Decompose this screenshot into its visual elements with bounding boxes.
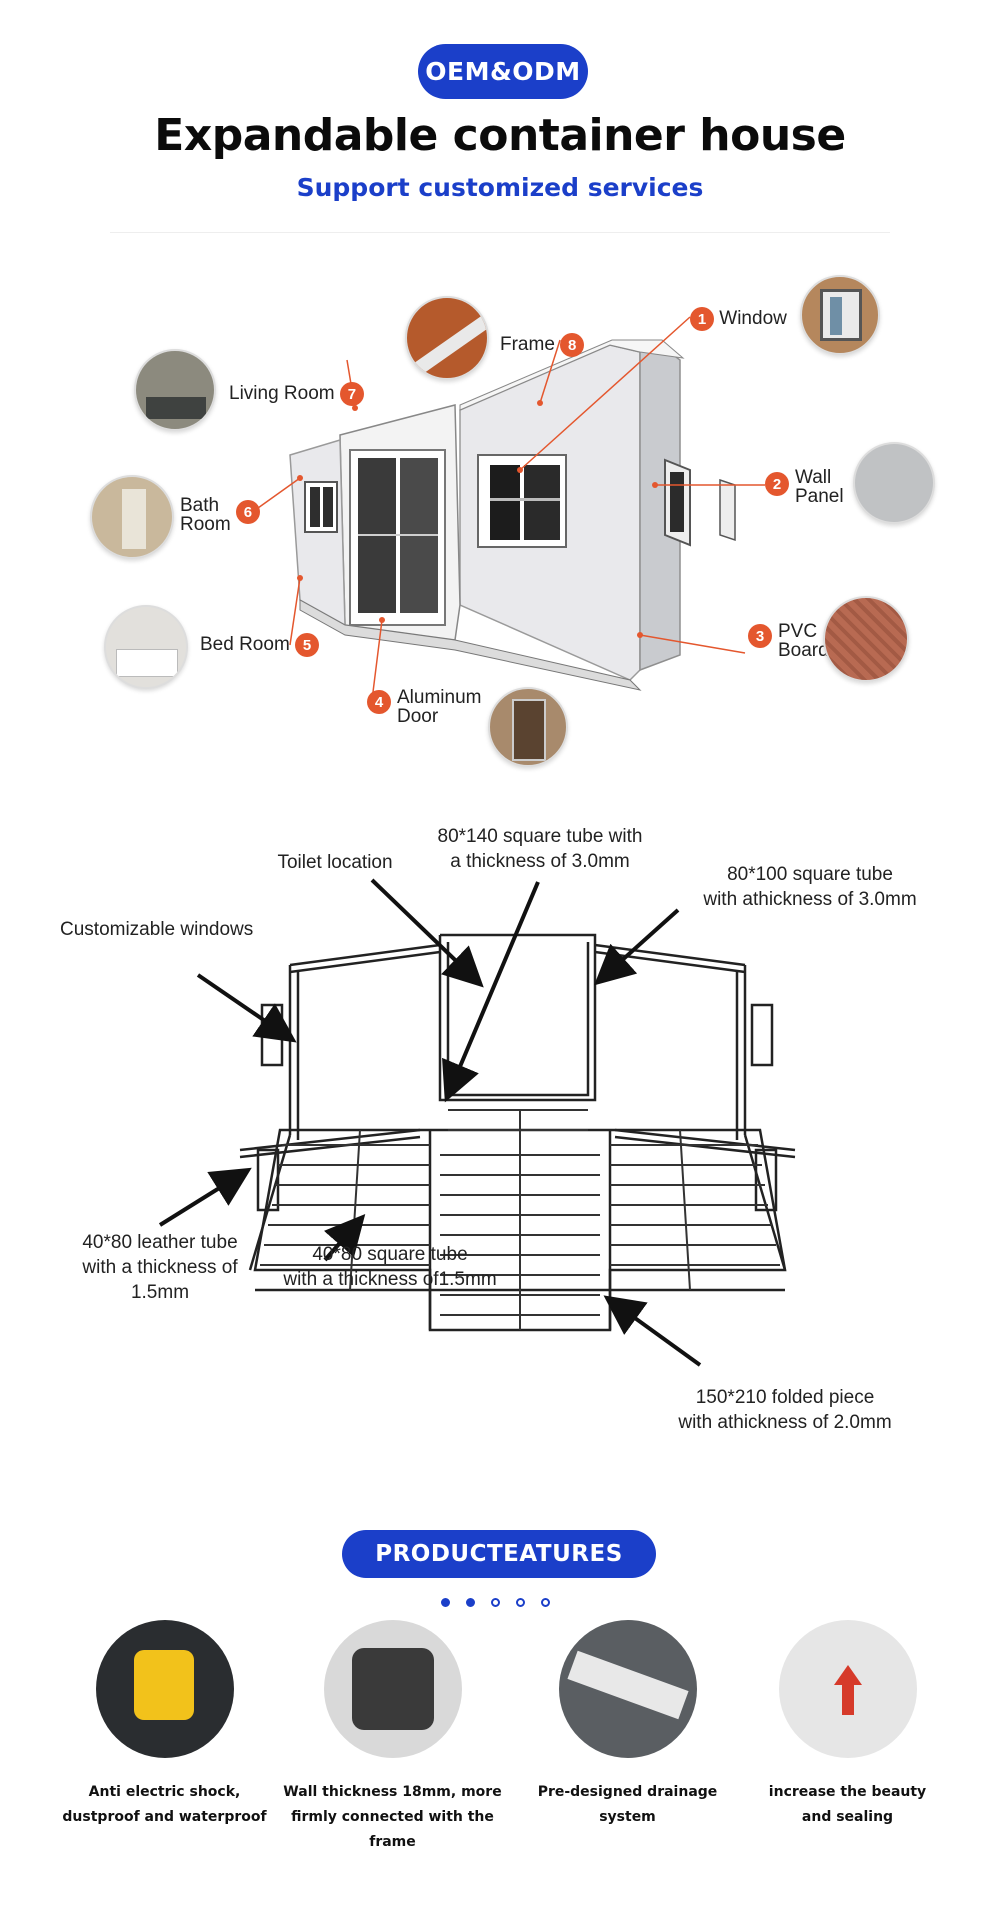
callout-label-line: Door	[397, 706, 439, 727]
living-room-photo-icon	[134, 349, 216, 431]
label-toilet-location: Toilet location	[277, 852, 393, 873]
callout-aluminum-door: 4 Aluminum Door	[367, 688, 481, 726]
label-line: 80*140 square tube with	[437, 826, 643, 847]
wall-panel-photo-icon	[853, 442, 935, 524]
carousel-dots	[441, 1598, 550, 1607]
label-40x80-square-tube: 40*80 square tube with a thickness of1.5…	[255, 1242, 525, 1292]
label-customizable-windows: Customizable windows	[60, 919, 254, 940]
bathroom-photo-icon	[90, 475, 174, 559]
frame-structure-diagram: Toilet location 80*140 square tube with …	[0, 810, 1000, 1450]
carousel-dot[interactable]	[466, 1598, 475, 1607]
callout-label-line: Aluminum	[397, 687, 482, 708]
caption-line: Pre-designed drainage system	[537, 1784, 718, 1825]
pvc-board-photo-icon	[823, 596, 909, 682]
corner-casting-photo-icon	[323, 1620, 462, 1758]
socket-photo-icon	[95, 1620, 234, 1758]
callout-number: 7	[339, 382, 364, 406]
house-overview: 1 Window 2 Wall Panel 3 PVC Board 4 Alum…	[0, 260, 1000, 780]
feature-caption: increase the beauty and sealing	[735, 1780, 960, 1830]
label-80x140-tube: 80*140 square tube with a thickness of 3…	[395, 824, 685, 874]
label-line: 1.5mm	[130, 1282, 190, 1303]
callout-number: 8	[560, 333, 585, 357]
carousel-dot[interactable]	[516, 1598, 525, 1607]
feature-item: Pre-designed drainage system	[515, 1620, 740, 1830]
callout-frame: Frame 8	[500, 333, 585, 357]
callout-label-line: Board	[778, 640, 829, 661]
callout-label-line: PVC	[778, 621, 818, 642]
callout-label-line: Bath	[180, 495, 220, 516]
carousel-dot[interactable]	[491, 1598, 500, 1607]
callout-label-line: Room	[180, 514, 231, 535]
product-features-badge: PRODUCTEATURES	[342, 1530, 656, 1578]
label-line: 40*80 square tube	[312, 1244, 468, 1265]
label-line: 40*80 leather tube	[82, 1232, 238, 1253]
aluminum-door-photo-icon	[488, 687, 568, 767]
callout-label-line: Panel	[795, 486, 844, 507]
callout-label: Living Room	[229, 383, 335, 405]
steel-frame-drawing	[158, 878, 796, 1367]
feature-caption: Wall thickness 18mm, more firmly connect…	[280, 1780, 505, 1855]
callout-label: Bed Room	[200, 634, 290, 656]
label-line: 150*210 folded piece	[695, 1387, 875, 1408]
oem-odm-badge: OEM&ODM	[418, 44, 588, 99]
callout-wall-panel: 2 Wall Panel	[765, 468, 844, 506]
feature-item: Wall thickness 18mm, more firmly connect…	[280, 1620, 505, 1855]
callout-number: 5	[295, 633, 320, 657]
feature-item: increase the beauty and sealing	[735, 1620, 960, 1830]
divider	[110, 232, 890, 233]
label-line: a thickness of 3.0mm	[450, 851, 630, 872]
drainage-photo-icon	[558, 1620, 697, 1758]
caption-line: Anti electric shock,	[88, 1784, 241, 1800]
callout-number: 3	[748, 624, 772, 648]
caption-line: frame	[369, 1834, 416, 1850]
callout-label: Frame	[500, 334, 555, 356]
page-title: Expandable container house	[154, 110, 846, 161]
callout-label-line: Wall	[795, 467, 832, 488]
caption-line: increase the beauty	[768, 1784, 927, 1800]
label-80x100-tube: 80*100 square tube with athickness of 3.…	[670, 862, 950, 912]
callout-window: 1 Window	[690, 307, 787, 331]
feature-item: Anti electric shock, dustproof and water…	[52, 1620, 277, 1830]
carousel-dot[interactable]	[541, 1598, 550, 1607]
caption-line: and sealing	[801, 1809, 894, 1825]
sealing-photo-icon	[778, 1620, 917, 1758]
callout-number: 6	[235, 500, 260, 524]
caption-line: Wall thickness 18mm, more	[283, 1784, 502, 1800]
container-house-illustration	[257, 316, 765, 701]
window-photo-icon	[800, 275, 880, 355]
page-subtitle: Support customized services	[296, 173, 704, 202]
callout-label: Window	[719, 308, 787, 330]
callout-number: 2	[765, 472, 789, 496]
callout-number: 4	[367, 690, 391, 714]
feature-caption: Pre-designed drainage system	[515, 1780, 740, 1830]
callout-bath-room: Bath Room 6	[180, 496, 260, 534]
label-line: with a thickness of1.5mm	[283, 1269, 497, 1290]
label-40x80-leather-tube: 40*80 leather tube with a thickness of 1…	[60, 1230, 260, 1305]
callout-number: 1	[690, 307, 714, 331]
carousel-dot[interactable]	[441, 1598, 450, 1607]
caption-line: firmly connected with the	[291, 1809, 494, 1825]
callout-bed-room: Bed Room 5	[200, 633, 320, 657]
label-line: 80*100 square tube	[727, 864, 893, 885]
bedroom-photo-icon	[104, 605, 188, 689]
caption-line: dustproof and waterproof	[62, 1809, 267, 1825]
callout-living-room: Living Room 7	[229, 382, 364, 406]
callout-pvc-board: 3 PVC Board	[748, 622, 829, 660]
feature-caption: Anti electric shock, dustproof and water…	[52, 1780, 277, 1830]
label-line: with athickness of 3.0mm	[703, 889, 917, 910]
frame-photo-icon	[405, 296, 489, 380]
label-line: with athickness of 2.0mm	[678, 1412, 892, 1433]
label-line: with a thickness of	[82, 1257, 238, 1278]
label-150x210-folded-piece: 150*210 folded piece with athickness of …	[645, 1385, 925, 1435]
